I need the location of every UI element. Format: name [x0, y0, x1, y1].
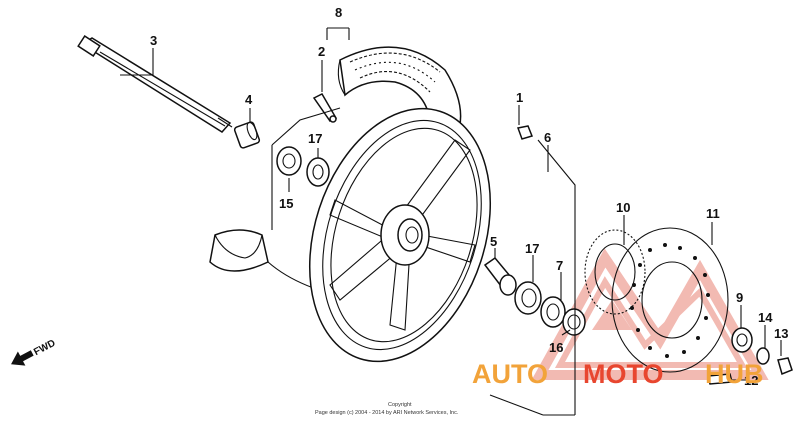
wheel-rim	[308, 107, 492, 363]
copyright-line-1: Copyright	[388, 402, 412, 408]
disc-bolts	[707, 327, 793, 385]
callout-2: 2	[318, 44, 325, 59]
watermark-hub: HUB	[705, 359, 764, 389]
collar-part	[233, 121, 261, 149]
callout-15: 15	[279, 196, 293, 211]
callout-11: 11	[706, 206, 720, 221]
callout-8: 8	[335, 5, 342, 20]
oil-seal	[562, 308, 586, 336]
callout-10: 10	[616, 200, 630, 215]
bearing-right	[514, 281, 542, 315]
callout-5: 5	[490, 234, 497, 249]
copyright-line-2: Page design (c) 2004 - 2014 by ARI Netwo…	[315, 410, 459, 416]
callout-3: 3	[150, 33, 157, 48]
fwd-label: FWD	[32, 338, 57, 358]
callout-9: 9	[736, 290, 743, 305]
distance-collar	[483, 256, 517, 296]
leader-lines	[120, 27, 782, 381]
assembly-outline	[271, 107, 576, 416]
callout-1: 1	[516, 90, 523, 105]
callout-6: 6	[544, 130, 551, 145]
fwd-arrow-icon	[11, 350, 34, 366]
brake-disc	[611, 227, 729, 373]
axle-part	[77, 35, 233, 133]
callout-17-right: 17	[525, 241, 539, 256]
callout-13: 13	[774, 326, 788, 341]
watermark-moto: MOTO	[583, 359, 664, 389]
callout-4: 4	[245, 92, 253, 107]
callout-17-left: 17	[308, 131, 322, 146]
dust-seal	[540, 296, 566, 328]
watermark-auto: AUTO	[472, 359, 548, 389]
callout-14: 14	[758, 310, 773, 325]
callout-12: 12	[744, 373, 758, 388]
callout-labels: 8 3 2 4 1 17 6 15 10 11 5 17 7 9 14 13 1…	[150, 5, 788, 388]
bolt-part	[516, 125, 534, 140]
callout-7: 7	[556, 258, 563, 273]
fwd-indicator: FWD	[11, 338, 57, 366]
callout-16: 16	[549, 340, 563, 355]
drive-plate	[584, 229, 646, 315]
valve-part	[312, 93, 338, 123]
bearing-left	[276, 146, 330, 187]
watermark-text: AUTO MOTO HUB	[472, 359, 764, 389]
copyright: Copyright Page design (c) 2004 - 2014 by…	[315, 402, 459, 416]
